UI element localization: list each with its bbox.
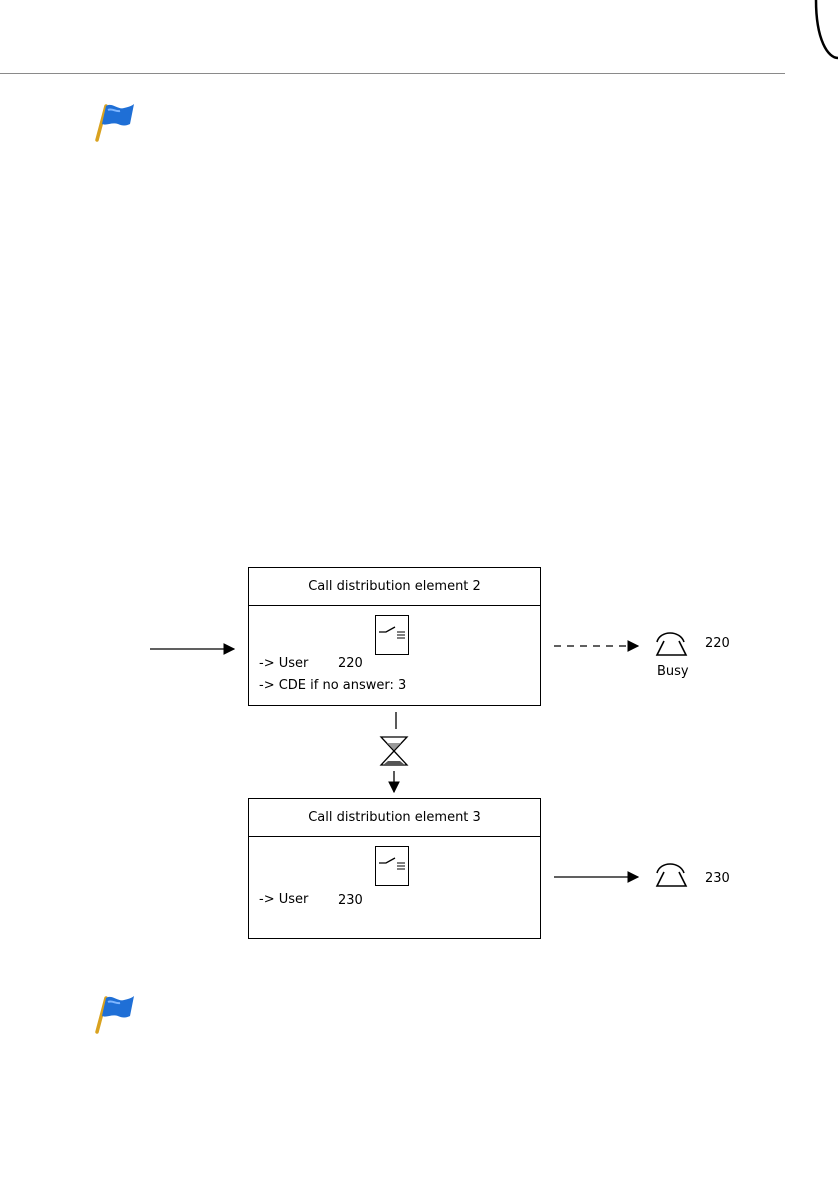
phone-230-number: 230 (705, 871, 730, 886)
hourglass-icon (381, 737, 407, 765)
phone-220-number: 220 (705, 636, 730, 651)
phone-230-icon (657, 864, 686, 886)
phone-220-icon (657, 633, 686, 655)
phone-220-status: Busy (657, 664, 689, 679)
